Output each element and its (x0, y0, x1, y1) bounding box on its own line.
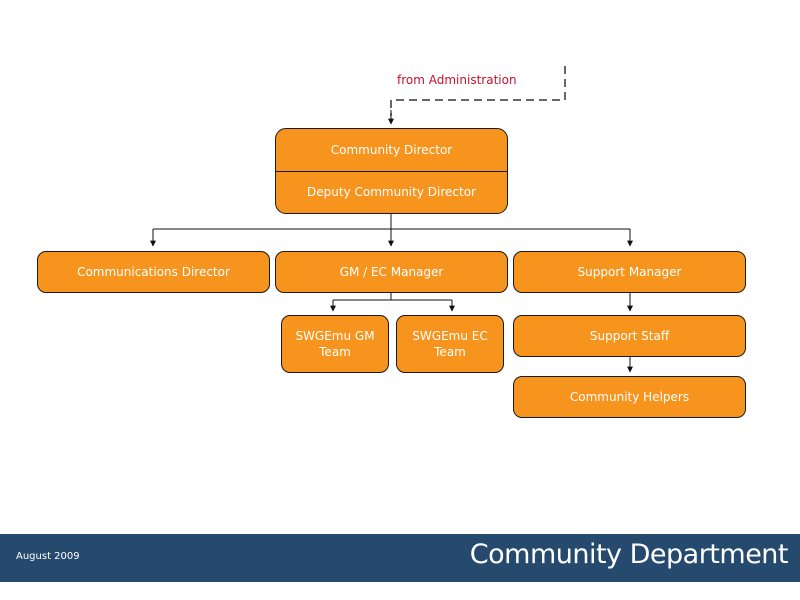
footer-bar: August 2009 Community Department (0, 534, 800, 582)
support-manager-box[interactable]: Support Manager (513, 251, 746, 293)
community-helpers-box[interactable]: Community Helpers (513, 376, 746, 418)
communications-director-box[interactable]: Communications Director (37, 251, 270, 293)
swgemu-gm-team-box[interactable]: SWGEmu GM Team (281, 315, 389, 373)
swgemu-ec-team-box[interactable]: SWGEmu EC Team (396, 315, 504, 373)
community-director-box[interactable]: Community Director Deputy Community Dire… (275, 128, 508, 214)
footer-title: Community Department (469, 539, 789, 570)
deputy-community-director-label: Deputy Community Director (307, 185, 476, 199)
support-staff-box[interactable]: Support Staff (513, 315, 746, 357)
admin-dashed-connector (390, 66, 566, 116)
admin-note: from Administration (397, 73, 517, 87)
community-director-label: Community Director (276, 129, 507, 172)
footer-date: August 2009 (16, 551, 80, 562)
gm-ec-manager-box[interactable]: GM / EC Manager (275, 251, 508, 293)
